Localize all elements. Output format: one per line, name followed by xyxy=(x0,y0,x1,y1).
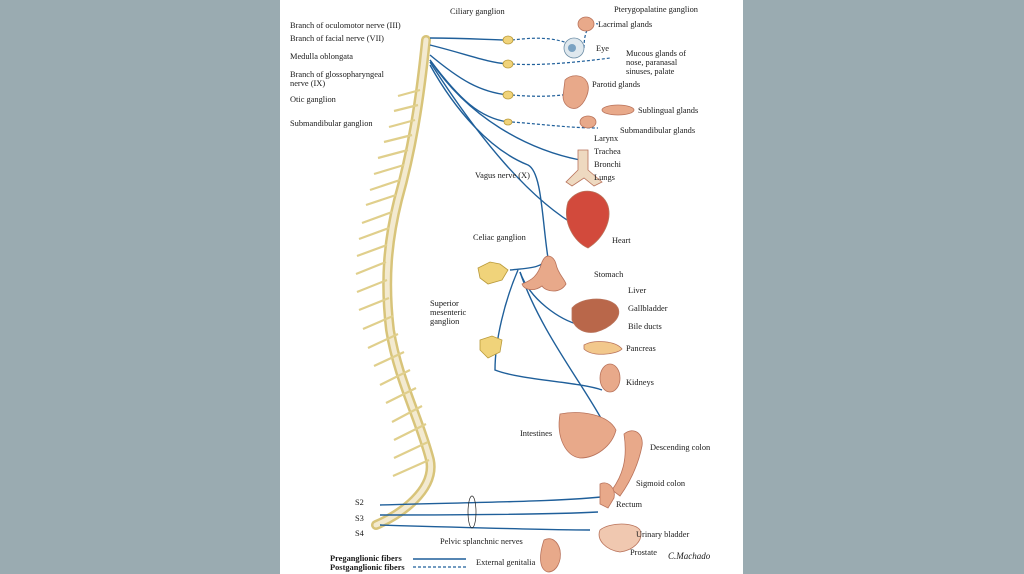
slide: Branch of oculomotor nerve (III) Branch … xyxy=(280,0,743,574)
label-bronchi: Bronchi xyxy=(594,160,621,169)
spinal-cord xyxy=(371,35,436,530)
label-lungs: Lungs xyxy=(594,173,615,182)
label-lacrimal: Lacrimal glands xyxy=(598,20,653,29)
label-branch-glosso-2: nerve (IX) xyxy=(290,79,326,88)
label-medulla: Medulla oblongata xyxy=(290,52,354,61)
label-ciliary: Ciliary ganglion xyxy=(450,7,505,16)
label-superior-2: mesenteric xyxy=(430,308,467,317)
parasympathetic-diagram xyxy=(355,16,643,573)
label-pelvic-splanchnic: Pelvic splanchnic nerves xyxy=(440,537,523,546)
legend-postganglionic: Postganglionic fibers xyxy=(330,563,405,572)
label-submandibular-glands: Submandibular glands xyxy=(620,126,696,135)
label-mucous-3: sinuses, palate xyxy=(626,67,675,76)
label-pterygopalatine: Pterygopalatine ganglion xyxy=(614,5,698,14)
organs xyxy=(521,16,643,573)
ganglia xyxy=(477,35,514,359)
eye-drawing xyxy=(563,37,585,59)
label-vagus: Vagus nerve (X) xyxy=(475,171,530,180)
label-superior-1: Superior xyxy=(430,299,459,308)
label-superior-3: ganglion xyxy=(430,317,460,326)
signature: C.Machado xyxy=(668,551,711,561)
label-bile-ducts: Bile ducts xyxy=(628,322,662,331)
label-s2: S2 xyxy=(355,498,364,507)
label-s4: S4 xyxy=(355,529,364,538)
legend-preganglionic: Preganglionic fibers xyxy=(330,554,402,563)
label-external-genitalia: External genitalia xyxy=(476,558,536,567)
label-rectum: Rectum xyxy=(616,500,643,509)
label-submandibular-ganglion: Submandibular ganglion xyxy=(290,119,373,128)
label-descending-colon: Descending colon xyxy=(650,443,711,452)
label-trachea: Trachea xyxy=(594,147,621,156)
label-celiac: Celiac ganglion xyxy=(473,233,526,242)
label-liver: Liver xyxy=(628,286,647,295)
preganglionic-fibers xyxy=(379,37,611,531)
label-branch-glosso-1: Branch of glossopharyngeal xyxy=(290,70,384,79)
label-prostate: Prostate xyxy=(630,548,657,557)
label-intestines: Intestines xyxy=(520,429,553,438)
label-gallbladder: Gallbladder xyxy=(628,304,668,313)
label-otic: Otic ganglion xyxy=(290,95,336,104)
label-mucous-2: nose, paranasal xyxy=(626,58,678,67)
label-sublingual: Sublingual glands xyxy=(638,106,699,115)
spinal-nerve-roots xyxy=(355,88,430,478)
label-eye: Eye xyxy=(596,44,610,53)
label-sigmoid-colon: Sigmoid colon xyxy=(636,479,686,488)
label-kidneys: Kidneys xyxy=(626,378,654,387)
label-heart: Heart xyxy=(612,236,631,245)
label-urinary-bladder: Urinary bladder xyxy=(636,530,690,539)
label-branch-oculomotor: Branch of oculomotor nerve (III) xyxy=(290,21,401,30)
pelvic-ring xyxy=(467,495,477,529)
postganglionic-fibers xyxy=(511,23,611,129)
label-larynx: Larynx xyxy=(594,134,619,143)
label-stomach: Stomach xyxy=(594,270,624,279)
label-pancreas: Pancreas xyxy=(626,344,656,353)
label-parotid: Parotid glands xyxy=(592,80,641,89)
label-s3: S3 xyxy=(355,514,364,523)
label-mucous-1: Mucous glands of xyxy=(626,49,687,58)
label-branch-facial: Branch of facial nerve (VII) xyxy=(290,34,384,43)
